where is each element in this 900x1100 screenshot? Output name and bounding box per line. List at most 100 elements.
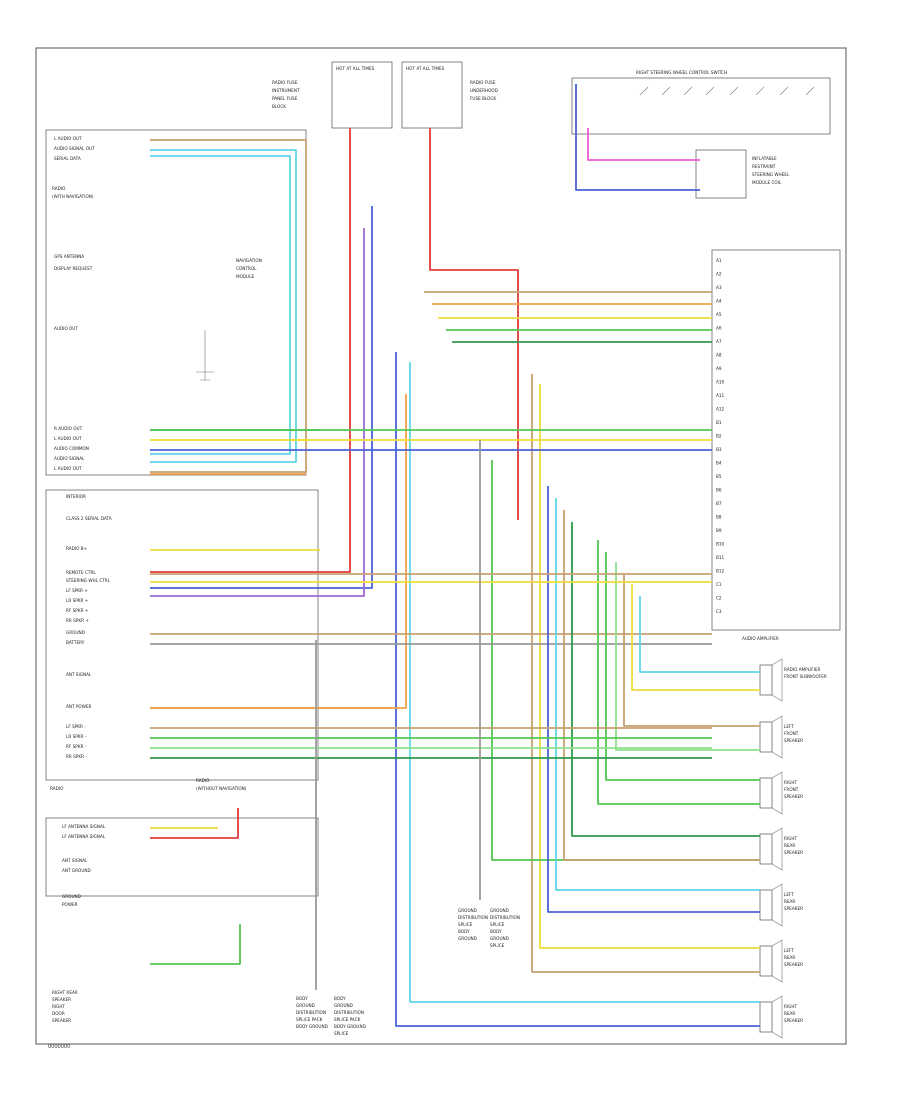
amp-pin-label: A5 — [716, 312, 722, 317]
amp-pin-label: B2 — [716, 434, 722, 439]
svg-text:SPLICE PACK: SPLICE PACK — [296, 1017, 323, 1022]
speaker-body — [759, 945, 773, 977]
amp-pin-label: B11 — [716, 555, 725, 560]
wire-blue — [575, 84, 700, 191]
svg-text:GROUND: GROUND — [66, 630, 85, 635]
svg-text:HOT AT ALL TIMES: HOT AT ALL TIMES — [406, 66, 445, 71]
amp-pin-label: B10 — [716, 542, 725, 547]
wire-blue — [547, 486, 760, 913]
speaker-label-line: SPEAKER — [784, 850, 803, 855]
speaker-label: LEFT — [784, 948, 794, 953]
speaker-body — [759, 1001, 773, 1033]
wire-pink — [587, 128, 700, 161]
svg-text:RR SPKR -: RR SPKR - — [66, 754, 87, 759]
wire-layer — [150, 84, 760, 1027]
svg-text:AUDIO AMPLIFIER: AUDIO AMPLIFIER — [742, 636, 779, 641]
svg-text:STEERING WHEEL: STEERING WHEEL — [752, 172, 790, 177]
wire-red — [150, 808, 239, 839]
svg-text:DISTRIBUTION: DISTRIBUTION — [490, 915, 520, 920]
svg-text:(WITH NAVIGATION): (WITH NAVIGATION) — [52, 194, 94, 199]
amp-pin-label: B6 — [716, 488, 722, 493]
svg-text:DISPLAY REQUEST: DISPLAY REQUEST — [54, 266, 93, 271]
svg-text:DISTRIBUTION: DISTRIBUTION — [296, 1010, 326, 1015]
wire-green — [150, 924, 241, 965]
svg-text:LR SPKR -: LR SPKR - — [66, 734, 87, 739]
svg-text:DOOR: DOOR — [52, 1011, 65, 1016]
svg-text:SPLICE: SPLICE — [490, 943, 505, 948]
wire-yellow — [631, 584, 760, 691]
amp-pin-label: A11 — [716, 393, 725, 398]
wire-green — [597, 540, 760, 805]
speaker-body — [759, 664, 773, 696]
speaker-label-line: SPEAKER — [784, 906, 803, 911]
wire-blue — [395, 352, 760, 1027]
diagram-frame — [35, 47, 847, 1045]
svg-text:DISTRIBUTION: DISTRIBUTION — [334, 1010, 364, 1015]
svg-text:L AUDIO OUT: L AUDIO OUT — [54, 436, 82, 441]
speaker-label: LEFT — [784, 892, 794, 897]
radio-module: RADIO INTERIOR CLASS 2 SERIAL DATA RADIO… — [45, 489, 319, 791]
svg-text:ANT SIGNAL: ANT SIGNAL — [66, 672, 92, 677]
wire-ltblue — [409, 362, 760, 1003]
svg-text:UNDERHOOD: UNDERHOOD — [470, 88, 498, 93]
svg-text:INSTRUMENT: INSTRUMENT — [272, 88, 300, 93]
svg-text:SPLICE: SPLICE — [458, 922, 473, 927]
speaker-label-line: REAR — [784, 955, 795, 960]
svg-text:FUSE BLOCK: FUSE BLOCK — [470, 96, 496, 101]
wire-tan — [563, 510, 760, 861]
wire-ltblue — [639, 596, 760, 673]
amp-pin-label: B3 — [716, 447, 722, 452]
svg-text:SERIAL DATA: SERIAL DATA — [54, 156, 81, 161]
svg-text:ANT SIGNAL: ANT SIGNAL — [62, 858, 88, 863]
svg-text:LF SPKR +: LF SPKR + — [66, 588, 88, 593]
wire-tan — [150, 139, 307, 473]
svg-text:RF SPKR +: RF SPKR + — [66, 608, 89, 613]
svg-text:DISTRIBUTION: DISTRIBUTION — [458, 915, 488, 920]
speaker-label-line: SPEAKER — [784, 738, 803, 743]
wire-purple — [150, 228, 365, 597]
svg-text:BODY: BODY — [490, 929, 502, 934]
speaker-cone-icon — [771, 995, 783, 1039]
svg-text:SPLICE PACK: SPLICE PACK — [334, 1017, 361, 1022]
svg-text:LF ANTENNA SIGNAL: LF ANTENNA SIGNAL — [62, 824, 106, 829]
svg-text:RADIO: RADIO — [52, 186, 66, 191]
svg-text:AUDIO COMMON: AUDIO COMMON — [54, 446, 89, 451]
svg-text:SPEAKER: SPEAKER — [52, 1018, 71, 1023]
svg-text:ANT GROUND: ANT GROUND — [62, 868, 91, 873]
svg-text:BODY: BODY — [458, 929, 470, 934]
svg-text:BODY: BODY — [334, 996, 346, 1001]
amp-pin-label: B4 — [716, 461, 722, 466]
wire-red — [150, 128, 351, 573]
speaker-label-line: FRONT — [784, 787, 799, 792]
svg-text:ANT POWER: ANT POWER — [66, 704, 91, 709]
amp-pin-label: A8 — [716, 353, 722, 358]
speaker-cone-icon — [771, 939, 783, 983]
amp-pin-label: A7 — [716, 339, 722, 344]
svg-text:SPLICE: SPLICE — [490, 922, 505, 927]
fuse-block-instrument-panel: HOT AT ALL TIMES RADIO FUSE INSTRUMENT P… — [272, 61, 393, 129]
svg-text:AUDIO SIGNAL OUT: AUDIO SIGNAL OUT — [54, 146, 95, 151]
svg-text:GROUND: GROUND — [62, 894, 81, 899]
wire-blue — [150, 206, 373, 589]
amp-pin-label: B12 — [716, 569, 725, 574]
svg-text:MODULE: MODULE — [236, 274, 255, 279]
svg-text:BLOCK: BLOCK — [272, 104, 286, 109]
wire-red — [429, 128, 519, 520]
speaker-label: RADIO AMPLIFIER — [784, 667, 821, 672]
svg-text:GROUND: GROUND — [334, 1003, 353, 1008]
svg-text:GROUND: GROUND — [458, 936, 477, 941]
svg-text:BODY GROUND: BODY GROUND — [296, 1024, 328, 1029]
amp-pin-label: A4 — [716, 299, 722, 304]
svg-text:INFLATABLE: INFLATABLE — [752, 156, 777, 161]
amp-pin-label: B1 — [716, 420, 722, 425]
wire-green — [605, 552, 760, 781]
speaker-body — [759, 889, 773, 921]
svg-text:RIGHT: RIGHT — [52, 1004, 66, 1009]
